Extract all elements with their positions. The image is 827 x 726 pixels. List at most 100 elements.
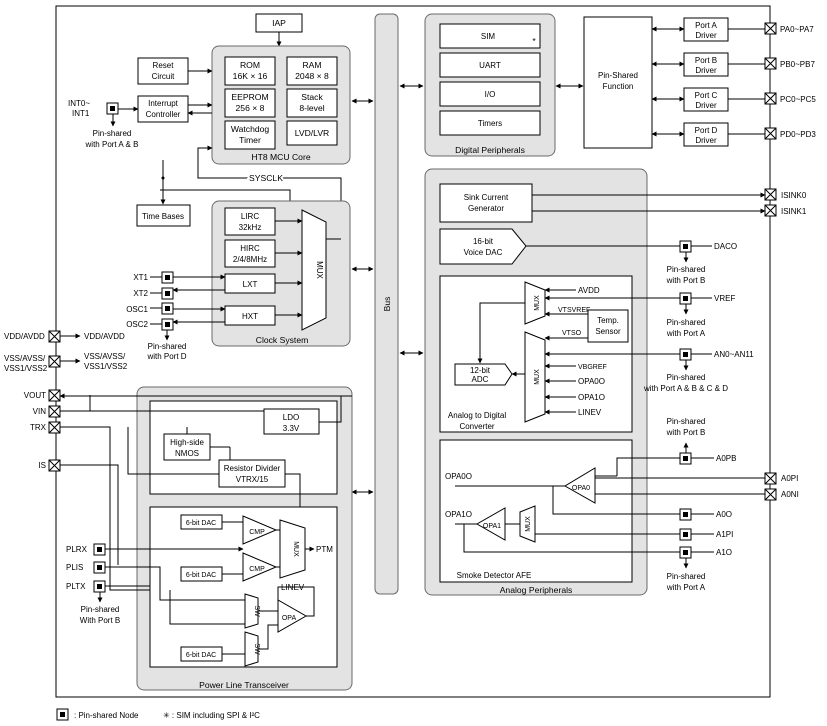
linev-adc: LINEV	[578, 408, 602, 417]
divider-label: Resistor Divider	[224, 464, 281, 473]
stack-block	[286, 88, 338, 118]
adc-label-2: ADC	[472, 375, 489, 384]
temp-label-2: Sensor	[595, 327, 621, 336]
timers-label: Timers	[478, 119, 502, 128]
watchdog-label: Watchdog	[231, 124, 270, 134]
pltx-label: PLTX	[66, 582, 86, 591]
power-pins: VDD/AVDD VDD/AVDD VSS/AVSS/ VSS1/VSS2 VS…	[4, 330, 128, 373]
port-b-driver-2: Driver	[695, 66, 717, 75]
lxt-label: LXT	[243, 280, 258, 289]
clock-mux	[301, 209, 327, 331]
eeprom-label: EEPROM	[231, 92, 268, 102]
legend: : Pin-shared Node ✳ : SIM including SPI …	[56, 708, 260, 721]
port-d-driver-2: Driver	[695, 136, 717, 145]
ldo-label: LDO	[283, 413, 299, 422]
pl-note: Pin-shared	[81, 605, 120, 614]
lvd-label: LVD/LVR	[295, 128, 330, 138]
clock-mux-label: MUX	[315, 261, 324, 279]
temp-sensor-block	[587, 309, 629, 343]
vss-label: VSS/AVSS/	[84, 352, 126, 361]
vdd-label: VDD/AVDD	[84, 332, 125, 341]
eeprom-size: 256 × 8	[236, 103, 265, 113]
plt-mux	[279, 519, 306, 579]
port-c-driver-2: Driver	[695, 101, 717, 110]
daco-note: Pin-shared	[667, 265, 706, 274]
linev-plt: LINEV	[281, 583, 305, 592]
cmp-top-label: CMP	[249, 529, 265, 536]
dac-top-label: 6-bit DAC	[186, 520, 216, 527]
interrupt-block	[137, 95, 189, 123]
sysclk-label: SYSCLK	[249, 173, 283, 183]
pb-label: PB0~PB7	[780, 60, 815, 69]
io-label: I/O	[485, 90, 496, 99]
uart-label: UART	[479, 61, 501, 70]
hxt-label: HXT	[242, 312, 258, 321]
cmp-bottom	[242, 552, 278, 582]
nmos-block	[163, 433, 211, 461]
xt1-pin: XT1	[133, 273, 148, 282]
sw-bottom-label: SW	[253, 643, 260, 655]
avdd-in-label: AVDD	[578, 286, 600, 295]
vss-pin-label: VSS/AVSS/	[4, 354, 46, 363]
an-note: Pin-shared	[667, 373, 706, 382]
vout-label: VOUT	[24, 391, 46, 400]
osc1-pin: OSC1	[126, 305, 148, 314]
adc-block	[454, 363, 513, 386]
smoke-mux	[519, 505, 536, 543]
isink0-label: ISINK0	[781, 191, 807, 200]
pin-shared-function-block	[583, 16, 653, 149]
analog-peripherals: Analog Peripherals Sink Current Generato…	[424, 168, 807, 596]
reset-label: Reset	[153, 61, 175, 70]
a0ni-label: A0NI	[781, 490, 799, 499]
int-note-2: with Port A & B	[85, 140, 139, 149]
dac-label-2: Voice DAC	[464, 248, 503, 257]
temp-label: Temp.	[597, 316, 619, 325]
vtso-label: VTSO	[562, 330, 582, 337]
mcu-core: IAP HT8 MCU Core ROM 16K × 16 RAM 2048 ×…	[68, 13, 351, 165]
plt-mux-label: MUX	[292, 541, 299, 557]
analog-title: Analog Peripherals	[500, 585, 573, 595]
eeprom-block	[224, 88, 276, 118]
vbgref-label: VBGREF	[578, 364, 607, 371]
divider-label-2: VTRX/15	[236, 475, 269, 484]
reset-label-2: Circuit	[152, 72, 175, 81]
vin-label: VIN	[33, 407, 47, 416]
pl-note-2: With Port B	[80, 616, 120, 625]
a1o-note: Pin-shared	[667, 572, 706, 581]
pc-label: PC0~PC5	[780, 95, 816, 104]
vdd-pin-label: VDD/AVDD	[4, 332, 45, 341]
cmp-top	[242, 515, 278, 545]
bus-bar	[374, 13, 399, 595]
trx-label: TRX	[30, 423, 47, 432]
interrupt-label-2: Controller	[146, 110, 181, 119]
cmp-bottom-label: CMP	[249, 566, 265, 573]
a0o-label: A0O	[716, 510, 732, 519]
port-a-driver-2: Driver	[695, 31, 717, 40]
opa-label: OPA	[282, 615, 297, 622]
pin-shared-label: Pin-Shared	[598, 71, 638, 80]
iap-label: IAP	[272, 18, 286, 28]
sink-block	[439, 183, 533, 223]
vss-pin-label-2: VSS1/VSS2	[4, 364, 48, 373]
vss-label-2: VSS1/VSS2	[84, 362, 128, 371]
ram-label: RAM	[302, 60, 321, 70]
lirc-label: LIRC	[241, 212, 259, 221]
plrx-label: PLRX	[66, 545, 88, 554]
daco-label: DACO	[714, 242, 737, 251]
opa0o-adc: OPA0O	[578, 377, 605, 386]
int-pins-label-2: INT1	[72, 109, 90, 118]
xt2-pin: XT2	[133, 289, 148, 298]
sim-label: SIM	[481, 32, 496, 41]
voice-dac-block	[439, 228, 527, 265]
a1o-note-2: with Port A	[666, 583, 706, 592]
digital-title: Digital Peripherals	[455, 145, 525, 155]
port-d-driver: Port D	[695, 126, 718, 135]
rom-label: ROM	[240, 60, 260, 70]
a0pi-label: A0PI	[781, 474, 798, 483]
sim-mark: *	[532, 36, 536, 46]
adc-mux-label: MUX	[534, 369, 541, 385]
sw-bottom	[244, 631, 259, 667]
is-label: IS	[38, 461, 46, 470]
pa-label: PA0~PA7	[780, 25, 814, 34]
